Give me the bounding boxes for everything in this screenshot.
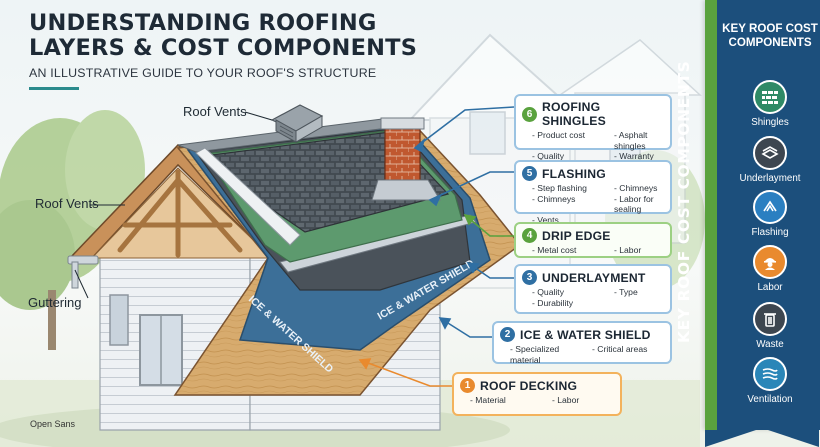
layer-number-badge: 1 <box>460 378 475 393</box>
roof-vents-label-side: Roof Vents <box>35 196 99 211</box>
callout-item: Chimneys <box>614 183 664 194</box>
callout-item: Material <box>470 395 552 406</box>
layer-number-badge: 3 <box>522 270 537 285</box>
roof-vent <box>270 104 324 143</box>
callout-items: QualityTypeDurability <box>522 287 664 308</box>
panel-accent-stripe <box>705 0 717 430</box>
callout-header: 4 DRIP EDGE <box>522 228 664 243</box>
font-note: Open Sans <box>30 419 76 429</box>
panel-item-ventilation: Ventilation <box>722 357 818 405</box>
panel-ribbon-notch <box>705 428 819 447</box>
callout-item: Chimneys <box>532 194 614 215</box>
title-line-2: LAYERS & COST COMPONENTS <box>29 35 418 61</box>
callout-item: Warranty <box>614 151 664 162</box>
callout-items: MaterialLabor <box>460 395 614 406</box>
callout-item: Asphalt shingles <box>614 130 664 151</box>
callout-item: Durability <box>532 298 614 309</box>
layer-number-badge: 6 <box>522 106 537 122</box>
callout-flashing: 5 FLASHING Step flashingChimneysChimneysLa… <box>514 160 672 225</box>
callout-title: FLASHING <box>542 166 606 181</box>
callout-roof-decking: 1 ROOF DECKING MaterialLabor <box>452 372 622 416</box>
callout-item: Specialized material <box>510 344 592 365</box>
callout-item: Labor <box>552 395 614 406</box>
callout-title: ICE & WATER SHIELD <box>520 327 651 342</box>
callout-item: Labor <box>614 245 664 256</box>
callout-items: Specialized materialCritical areas <box>500 344 664 365</box>
callout-header: 5 FLASHING <box>522 166 664 181</box>
callout-ice-water-shield: 2 ICE & WATER SHIELD Specialized materialC… <box>492 321 672 365</box>
page-title: UNDERSTANDING ROOFING LAYERS & COST COMP… <box>29 11 417 61</box>
callout-title: ROOFING SHINGLES <box>542 100 606 128</box>
panel-item-flashing: Flashing <box>722 190 818 238</box>
callout-roofing-shingles: 6 ROOFING SHINGLESProduct costAsphalt shi… <box>514 94 672 182</box>
callout-item: Critical areas <box>592 344 664 365</box>
panel-item-label: Waste <box>756 339 784 350</box>
panel-item-shingles: Shingles <box>722 80 818 128</box>
callout-header: 2 ICE & WATER SHIELD <box>500 327 664 342</box>
callout-item: Metal cost <box>532 245 614 256</box>
panel-item-labor: Labor <box>722 245 818 293</box>
callout-item: Labor for sealing <box>614 194 664 215</box>
callout-item: Vents <box>532 215 614 226</box>
callout-title: DRIP EDGE <box>542 228 611 243</box>
callout-header: 6 ROOFING SHINGLES <box>522 100 664 128</box>
guttering-label: Guttering <box>28 295 82 310</box>
title-line-1: UNDERSTANDING ROOFING <box>29 10 377 36</box>
callout-item: Step flashing <box>532 183 614 194</box>
panel-title: KEY ROOF COST COMPONENTS <box>722 22 818 49</box>
panel-item-label: Labor <box>757 282 783 293</box>
callout-title: ROOF DECKING <box>480 378 578 393</box>
waste-icon <box>753 302 787 336</box>
callout-header: 1 ROOF DECKING <box>460 378 614 393</box>
panel-item-underlayment: Underlayment <box>722 136 818 184</box>
callout-underlayment: 3 UNDERLAYMENT QualityTypeDurability <box>514 264 672 314</box>
ventilation-icon <box>753 357 787 391</box>
panel-item-label: Underlayment <box>739 173 801 184</box>
roof-vents-label-top: Roof Vents <box>183 104 247 119</box>
panel-item-label: Ventilation <box>747 394 793 405</box>
layer-number-badge: 4 <box>522 228 537 243</box>
underlayment-icon <box>753 136 787 170</box>
layer-number-badge: 2 <box>500 327 515 342</box>
subtitle: AN ILLUSTRATIVE GUIDE TO YOUR ROOF'S STR… <box>29 66 377 80</box>
callout-item: Quality <box>532 287 614 298</box>
callout-leaders <box>74 106 515 387</box>
layer-number-badge: 5 <box>522 166 537 181</box>
callout-title: UNDERLAYMENT <box>542 270 646 285</box>
callout-drip-edge: 4 DRIP EDGE Metal costLabor <box>514 222 672 258</box>
title-divider <box>29 87 79 90</box>
callout-item: Type <box>614 287 664 298</box>
panel-item-label: Shingles <box>751 117 789 128</box>
panel-vertical-title: KEY ROOF COST COMPONENTS <box>675 60 693 343</box>
flashing-icon <box>753 190 787 224</box>
shingles-icon <box>753 80 787 114</box>
callout-header: 3 UNDERLAYMENT <box>522 270 664 285</box>
chimney <box>371 117 441 201</box>
panel-item-label: Flashing <box>751 227 789 238</box>
callout-item: Quality <box>532 151 614 162</box>
callout-items: Metal costLabor <box>522 245 664 256</box>
labor-icon <box>753 245 787 279</box>
callout-item: Product cost <box>532 130 614 151</box>
callout-items: Step flashingChimneysChimneysLabor for s… <box>522 183 664 225</box>
panel-item-waste: Waste <box>722 302 818 350</box>
